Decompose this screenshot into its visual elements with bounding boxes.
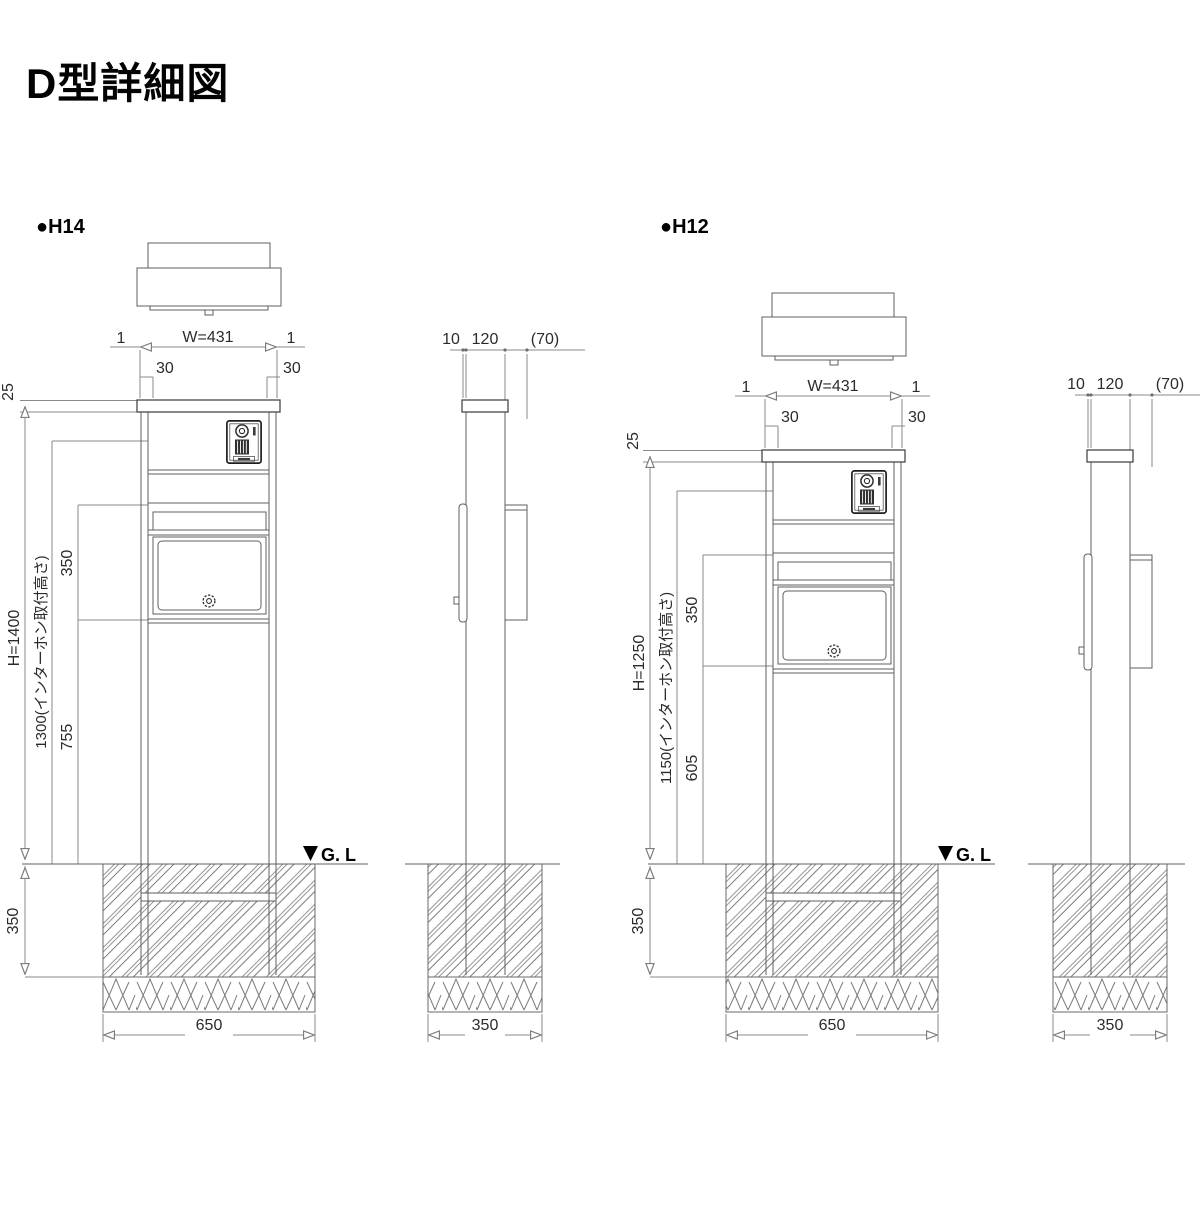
h12-side-view: 10 120 (70) 350 — [1028, 376, 1200, 1042]
h12-cap-plan-view — [761, 292, 907, 366]
h12-dim-box-height: 350 — [684, 597, 701, 624]
h14-dim-gap-right: 1 — [287, 330, 296, 347]
h12-dim-inset-right: 30 — [908, 409, 926, 426]
h12-dim-side-footing-width: 350 — [1097, 1017, 1124, 1034]
h14-side-mailbox-body — [504, 504, 528, 621]
h14-footing-width-dimension: 650 — [102, 1014, 316, 1042]
h14-label: ●H14 — [36, 216, 86, 238]
h12-side-post-cap — [1086, 449, 1134, 463]
h12-footing-crossbar — [765, 892, 902, 902]
h12-side-footing-gravel — [1052, 976, 1168, 1013]
h14-height-dimensions: 25 H=1400 1300(インターホン取付高さ) 350 755 350 — [0, 383, 148, 978]
h12-post-cap — [761, 449, 906, 463]
h14-footing-gravel — [102, 976, 316, 1013]
h12-gl-label: G. L — [956, 845, 991, 865]
h14-foundation-front: G. L — [22, 845, 368, 1013]
h12-width-dimension: 1 W=431 1 30 30 — [735, 378, 930, 448]
h14-gl-label: G. L — [321, 845, 356, 865]
h14-dim-embed-depth: 350 — [5, 908, 22, 935]
h14-dim-intercom-mount: 1300(インターホン取付高さ) — [33, 555, 50, 748]
h14-post-cap — [136, 399, 281, 413]
h14-dim-below-box: 755 — [59, 724, 76, 751]
h14-mail-slot — [152, 511, 267, 531]
h12-lock-icon — [827, 644, 841, 658]
h14-footing-crossbar — [140, 892, 277, 902]
h14-gl-triangle-icon — [303, 846, 318, 861]
h12-dim-inset-left: 30 — [781, 409, 799, 426]
h12-dim-box-depth: (70) — [1156, 376, 1184, 393]
h12-post-front-view — [761, 449, 906, 975]
h12-footing-gravel — [725, 976, 939, 1013]
h14-width-dimension: 1 W=431 1 30 30 — [110, 329, 305, 398]
h14-side-post-cap — [461, 399, 509, 413]
h14-dim-cap-height: 25 — [0, 383, 17, 401]
h12-footing-width-dimension: 650 — [725, 1014, 939, 1042]
h14-dim-gap-left: 1 — [117, 330, 126, 347]
h14-post-front-view — [136, 399, 281, 975]
h14-side-footing-concrete — [427, 863, 543, 978]
h14-cap-plan-view — [136, 242, 282, 316]
h12-footing-concrete — [725, 863, 939, 978]
h14-dim-post-depth: 120 — [472, 331, 499, 348]
h14-dim-inset-left: 30 — [156, 360, 174, 377]
h12-dim-intercom-mount: 1150(インターホン取付高さ) — [658, 592, 675, 784]
h14-side-footing-gravel — [427, 976, 543, 1013]
h14-dim-total-height: H=1400 — [6, 610, 23, 667]
h12-dim-gap-left: 1 — [742, 379, 751, 396]
h14-side-mail-flap — [458, 503, 468, 623]
h14-side-view: 10 120 (70) 350 — [405, 331, 585, 1042]
h14-dim-front-offset: 10 — [442, 331, 460, 348]
h12-side-mailbox-body — [1129, 554, 1153, 669]
h12-intercom-icon — [851, 470, 887, 514]
h14-drawing: ●H14 1 W=431 1 30 30 — [0, 216, 585, 1042]
h12-drawing: ●H12 1 W=431 1 30 30 — [625, 216, 1200, 1042]
h14-side-lock-knob — [453, 596, 460, 605]
h14-intercom-icon — [226, 420, 262, 464]
h14-dim-width: W=431 — [182, 329, 233, 346]
h12-label: ●H12 — [660, 216, 709, 238]
h12-mailbox-front — [773, 552, 894, 674]
h12-height-dimensions: 25 H=1250 1150(インターホン取付高さ) 350 605 350 — [625, 432, 773, 978]
h12-dim-gap-right: 1 — [912, 379, 921, 396]
h14-footing-concrete — [102, 863, 316, 978]
h14-dim-box-depth: (70) — [531, 331, 559, 348]
h14-lock-icon — [202, 594, 216, 608]
h12-dim-total-height: H=1250 — [631, 635, 648, 692]
h12-dim-embed-depth: 350 — [630, 908, 647, 935]
h14-dim-side-footing-width: 350 — [472, 1017, 499, 1034]
h12-dim-front-offset: 10 — [1067, 376, 1085, 393]
h12-dim-cap-height: 25 — [625, 432, 642, 450]
h12-dim-width: W=431 — [807, 378, 858, 395]
h12-gl-triangle-icon — [938, 846, 953, 861]
page-title: D型詳細図 — [26, 60, 229, 107]
h14-dim-footing-width: 650 — [196, 1017, 223, 1034]
h14-mailbox-front — [148, 502, 269, 624]
h12-side-mail-flap — [1083, 553, 1093, 671]
h14-dim-inset-right: 30 — [283, 360, 301, 377]
h12-foundation-front: G. L — [648, 845, 995, 1013]
h12-side-footing-concrete — [1052, 863, 1168, 978]
h12-side-lock-knob — [1078, 646, 1085, 655]
h14-dim-box-height: 350 — [59, 550, 76, 577]
h12-dim-post-depth: 120 — [1097, 376, 1124, 393]
h12-mail-slot — [777, 561, 892, 581]
h12-dim-below-box: 605 — [684, 755, 701, 782]
h12-dim-footing-width: 650 — [819, 1017, 846, 1034]
